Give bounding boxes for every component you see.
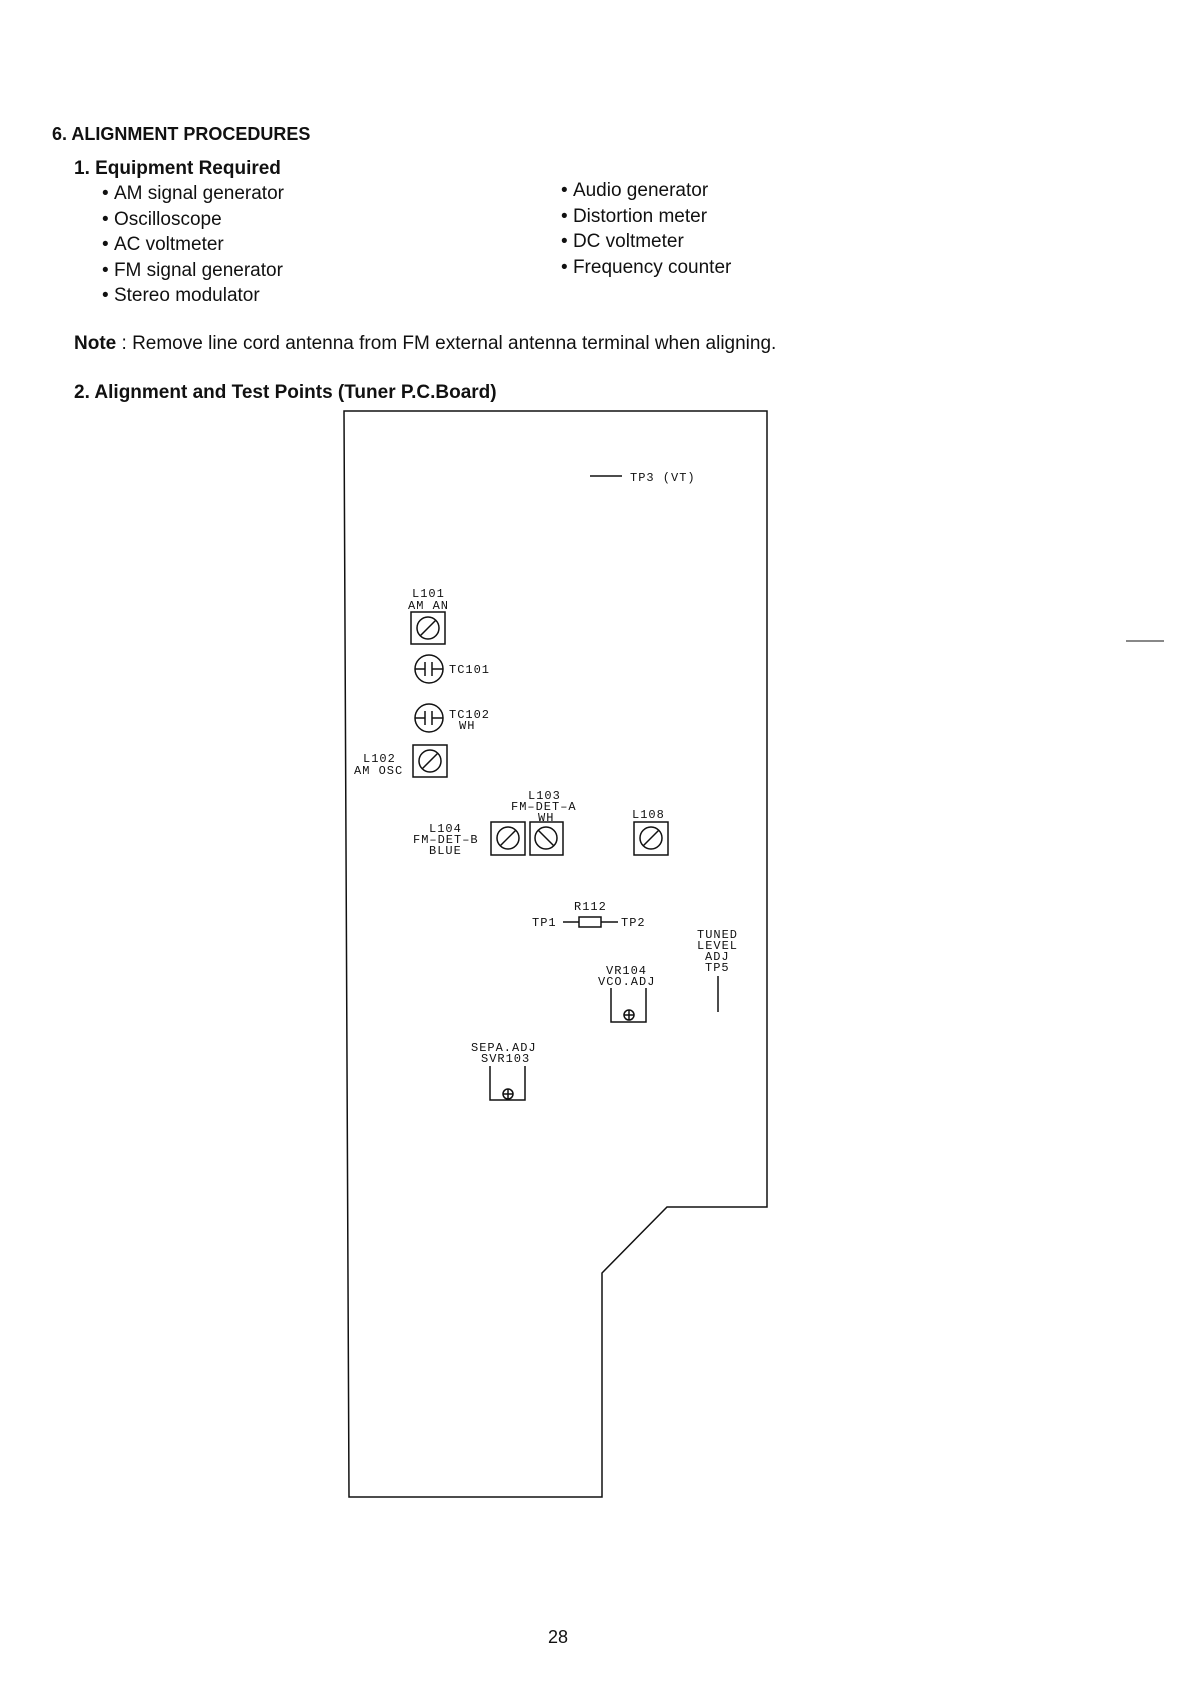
tp1-label[interactable]: TP1 (532, 916, 557, 930)
tuned-label-1: TUNED (697, 928, 738, 942)
r112-label: R112 (574, 900, 607, 914)
l104-sublabel: FM–DET–B (413, 833, 479, 847)
tuned-label-4: TP5 (705, 961, 730, 975)
l108-coil-icon[interactable] (633, 821, 669, 856)
l104-label: L104 (429, 822, 462, 836)
equipment-item: FM signal generator (102, 258, 284, 284)
note: Note : Remove line cord antenna from FM … (74, 333, 776, 355)
equipment-item: Frequency counter (561, 255, 731, 281)
page-number: 28 (548, 1627, 569, 1647)
l104-coil-icon[interactable] (490, 821, 526, 856)
alignment-title: 2. Alignment and Test Points (Tuner P.C.… (74, 382, 497, 403)
equipment-item: AC voltmeter (102, 232, 284, 258)
note-text: : Remove line cord antenna from FM exter… (116, 333, 777, 354)
equipment-item: AM signal generator (102, 181, 284, 207)
l102-coil-icon[interactable] (412, 744, 448, 778)
tc102-label: TC102 (449, 708, 490, 722)
l103-color: WH (538, 811, 554, 825)
l101-sublabel: AM AN (408, 599, 449, 613)
l102-sublabel: AM OSC (354, 764, 403, 778)
tuned-label-3: ADJ (705, 950, 730, 964)
section-title: 6. ALIGNMENT PROCEDURES (52, 124, 311, 144)
equipment-item: DC voltmeter (561, 229, 731, 255)
equipment-title: 1. Equipment Required (74, 158, 281, 179)
tuned-label-2: LEVEL (697, 939, 738, 953)
note-label: Note (74, 333, 117, 354)
l103-coil-icon[interactable] (529, 821, 564, 856)
l104-color: BLUE (429, 844, 462, 858)
equipment-list-right: Audio generator Distortion meter DC volt… (561, 178, 731, 280)
vr104-sublabel: VCO.ADJ (598, 975, 655, 989)
svr103-sublabel: SEPA.ADJ (471, 1041, 537, 1055)
equipment-item: Audio generator (561, 178, 731, 204)
tp3-label: TP3 (VT) (630, 471, 696, 485)
tc102-sublabel: WH (459, 719, 475, 733)
equipment-item: Distortion meter (561, 204, 731, 230)
l101-coil-icon[interactable] (410, 611, 446, 645)
pcb-outline (343, 410, 768, 1498)
l108-label: L108 (632, 808, 665, 822)
l101-label: L101 (412, 587, 445, 601)
l103-sublabel: FM–DET–A (511, 800, 577, 814)
l103-label: L103 (528, 789, 561, 803)
equipment-list-left: AM signal generator Oscilloscope AC volt… (102, 181, 284, 309)
tc102-trimmer-icon[interactable] (414, 703, 444, 733)
tc101-trimmer-icon[interactable] (414, 654, 444, 684)
tp2-label[interactable]: TP2 (621, 916, 646, 930)
l102-label: L102 (363, 752, 396, 766)
r112-resistor-icon (563, 916, 618, 928)
equipment-item: Oscilloscope (102, 207, 284, 233)
vr104-label: VR104 (606, 964, 647, 978)
vr104-pot-icon[interactable] (610, 988, 647, 1023)
tc101-label: TC101 (449, 663, 490, 677)
svr103-pot-icon[interactable] (489, 1066, 526, 1101)
equipment-item: Stereo modulator (102, 283, 284, 309)
svr103-label: SVR103 (481, 1052, 530, 1066)
